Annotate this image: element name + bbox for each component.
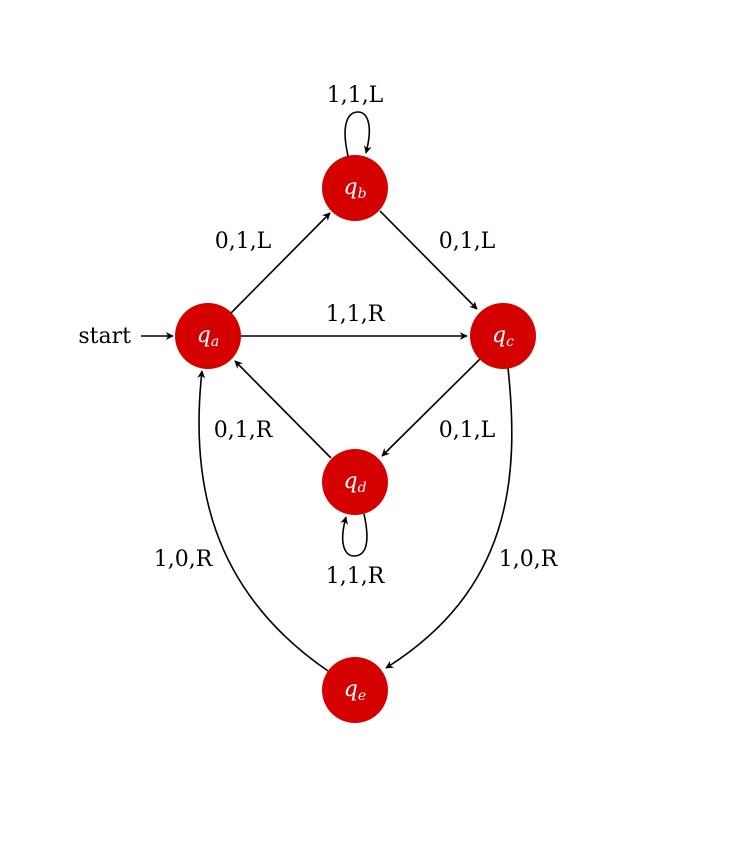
edge-label-qa-qc: 1,1,R xyxy=(326,302,386,327)
state-qc: qc xyxy=(470,303,536,369)
edge-label-qa-qb: 0,1,L xyxy=(215,229,272,254)
state-qc-circle xyxy=(470,303,536,369)
state-qa: qa xyxy=(175,303,241,369)
state-qc-label: qc xyxy=(492,323,514,350)
edge-qb-qb-loop xyxy=(344,111,372,157)
edge-label-qd-qa: 0,1,R xyxy=(214,418,274,443)
state-qe-circle xyxy=(322,657,388,723)
edge-qa-qb xyxy=(230,212,331,314)
edge-label-qc-qe: 1,0,R xyxy=(499,547,559,572)
state-qa-label: qa xyxy=(197,323,219,350)
state-qb-label: qb xyxy=(343,175,366,202)
state-qe: qe xyxy=(322,657,388,723)
edge-label-qd-qd: 1,1,R xyxy=(326,564,386,589)
state-qd-label: qd xyxy=(343,469,366,496)
edge-qd-qd-loop xyxy=(340,513,368,557)
edge-label-qc-qd: 0,1,L xyxy=(439,418,496,443)
edge-qd-qa xyxy=(234,360,332,459)
edge-label-qb-qb: 1,1,L xyxy=(327,83,384,108)
edge-qb-qc xyxy=(379,210,478,310)
edge-label-qe-qa: 1,0,R xyxy=(154,547,214,572)
edge-qc-qe xyxy=(385,367,513,669)
state-qb-circle xyxy=(322,155,388,221)
state-qd: qd xyxy=(322,449,388,515)
start-label: start xyxy=(78,324,131,349)
edge-qc-qd xyxy=(381,358,481,457)
state-qa-circle xyxy=(175,303,241,369)
state-qd-circle xyxy=(322,449,388,515)
state-qe-label: qe xyxy=(344,677,366,704)
state-qb: qb xyxy=(322,155,388,221)
edge-qe-qa xyxy=(197,370,329,672)
edge-label-qb-qc: 0,1,L xyxy=(439,229,496,254)
